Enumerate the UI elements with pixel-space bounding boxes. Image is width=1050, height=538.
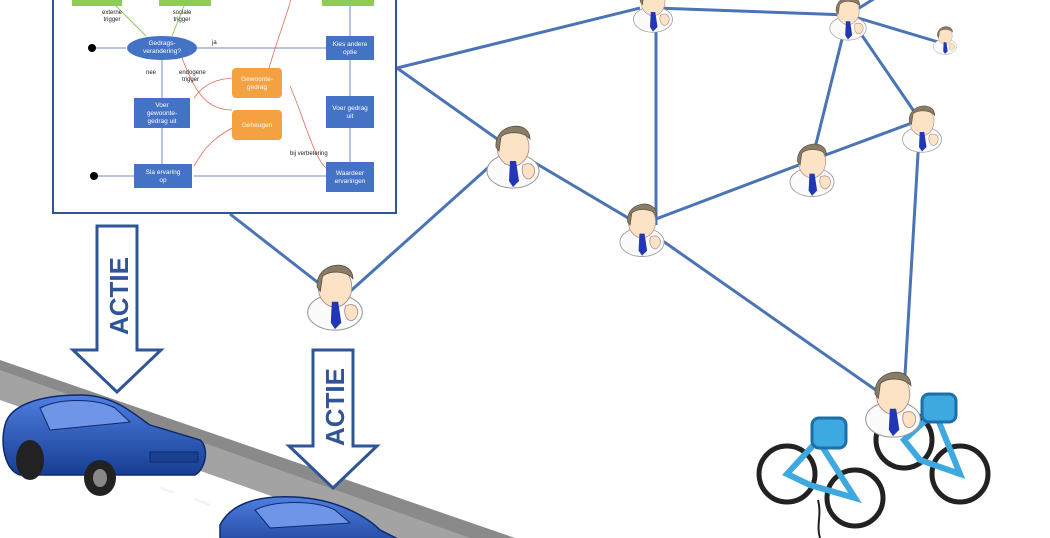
car-icon bbox=[2, 394, 207, 496]
person-icon bbox=[789, 143, 835, 197]
flow-label-endogene-2: trigger bbox=[182, 77, 199, 83]
flow-node-decision-2: verandering? bbox=[143, 48, 181, 55]
flow-node-voergewoonte-1: Voer bbox=[155, 102, 169, 109]
flow-label-externe-2: trigger bbox=[103, 17, 120, 23]
car-icon bbox=[219, 496, 398, 538]
flow-node-voergedrag-2: uit bbox=[347, 113, 354, 120]
flow-node-waardeer-2: ervaringen bbox=[335, 178, 366, 185]
flow-node-sla-2: op bbox=[159, 177, 167, 184]
flow-node-sla-1: Sla ervaring bbox=[146, 169, 181, 176]
flow-node-waardeer-1: Waardeer bbox=[336, 170, 365, 177]
flow-node-decision-1: Gedrags- bbox=[148, 40, 175, 47]
flow-node-voergewoonte-3: gedrag uit bbox=[148, 118, 177, 125]
behaviour-flowchart: Gedrags- verandering? Kies andere optie … bbox=[52, 0, 397, 214]
flow-node-kies-2: optie bbox=[343, 49, 357, 56]
actie-label-right: ACTIE bbox=[320, 368, 350, 446]
flow-node-kies-1: Kies andere bbox=[333, 41, 368, 48]
flow-label-verbetering: bij verbetering bbox=[290, 151, 328, 157]
flow-node-gewoontegedrag-2: gedrag bbox=[247, 84, 268, 91]
flow-node-geheugen: Geheugen bbox=[242, 122, 273, 129]
person-icon bbox=[865, 371, 921, 438]
flow-label-sociale-1: sociale bbox=[173, 10, 192, 16]
person-icon bbox=[902, 105, 942, 153]
actie-arrow-left: ACTIE bbox=[69, 224, 165, 395]
flow-node-gewoontegedrag-1: Gewoonte- bbox=[241, 76, 273, 83]
actie-label-left: ACTIE bbox=[104, 257, 134, 335]
flow-node-voergewoonte-2: gewoonte- bbox=[147, 110, 177, 117]
flow-label-endogene-1: endogene bbox=[179, 70, 206, 76]
flow-label-ja: ja bbox=[211, 40, 217, 46]
flow-label-externe-1: externe bbox=[102, 10, 123, 16]
bicycle-icon bbox=[756, 392, 991, 538]
person-icon bbox=[633, 0, 673, 33]
actie-arrow-right: ACTIE bbox=[285, 348, 381, 491]
flow-label-nee: nee bbox=[146, 70, 157, 76]
person-icon bbox=[307, 264, 363, 331]
flow-node-voergedrag-1: Voer gedrag bbox=[332, 105, 368, 112]
flow-label-sociale-2: trigger bbox=[173, 17, 190, 23]
